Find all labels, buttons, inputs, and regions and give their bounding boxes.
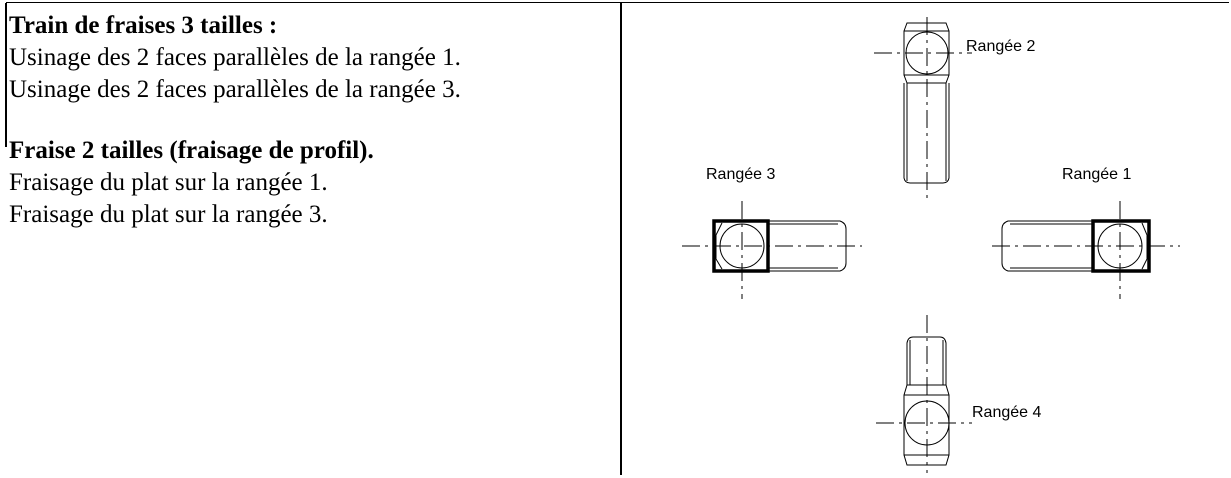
label-rangee-1: Rangée 1: [1062, 166, 1131, 183]
text-line: Usinage des 2 faces parallèles de la ran…: [9, 76, 461, 103]
part-rangee-3: [682, 201, 862, 299]
text-line: Fraisage du plat sur la rangée 3.: [9, 201, 328, 228]
text-line: Usinage des 2 faces parallèles de la ran…: [9, 44, 461, 71]
left-border-segment: [5, 3, 7, 147]
label-rangee-3: Rangée 3: [706, 166, 775, 183]
heading-train-fraises: Train de fraises 3 tailles :: [9, 12, 278, 39]
diagram-cell: Rangée 2 Rangée 3 Rangée 1 Rangée 4: [622, 3, 1229, 473]
layout-table: Train de fraises 3 tailles : Usinage des…: [5, 2, 1229, 475]
label-rangee-2: Rangée 2: [966, 38, 1035, 55]
machining-diagram: Rangée 2 Rangée 3 Rangée 1 Rangée 4: [682, 17, 1180, 473]
part-rangee-4: [876, 315, 972, 473]
part-rangee-2: [874, 17, 972, 203]
text-line: Fraisage du plat sur la rangée 1.: [9, 169, 328, 196]
cell-divider: [620, 3, 622, 475]
text-cell: Train de fraises 3 tailles : Usinage des…: [6, 3, 620, 474]
part-rangee-1: [992, 201, 1180, 299]
heading-fraise-2-tailles: Fraise 2 tailles (fraisage de profil).: [9, 137, 374, 164]
label-rangee-4: Rangée 4: [972, 404, 1041, 421]
